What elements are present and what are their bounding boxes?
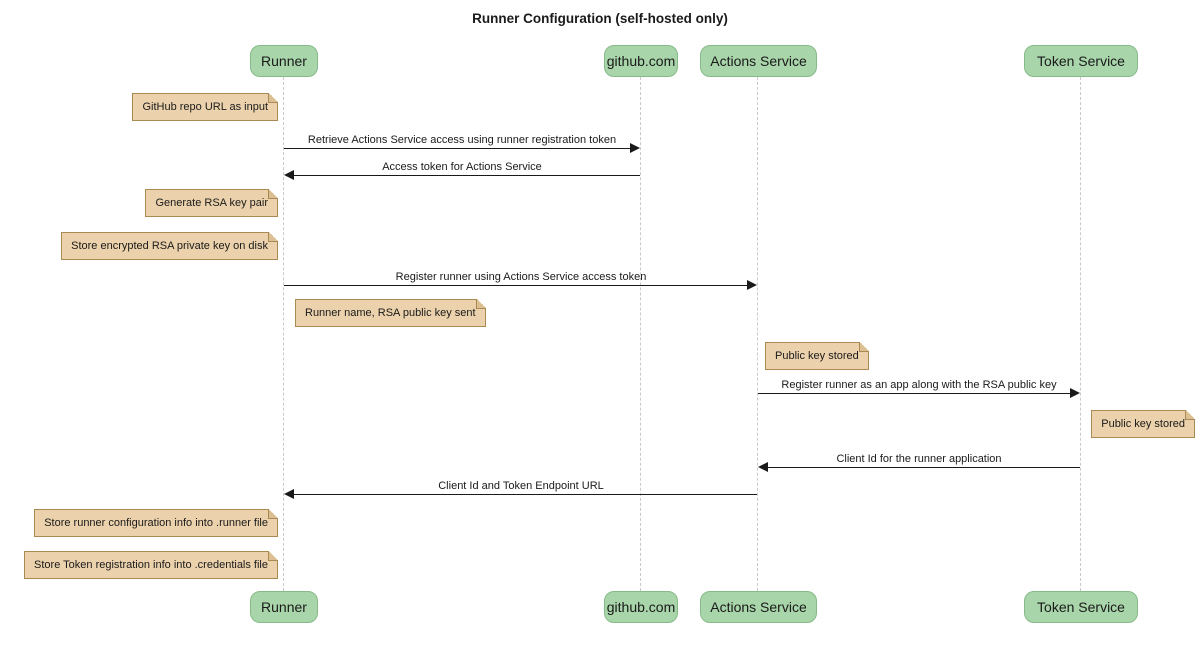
note-text: Store runner configuration info into .ru… — [44, 517, 268, 529]
arrowhead-left-icon — [284, 170, 294, 180]
message-label: Register runner as an app along with the… — [781, 379, 1057, 391]
note-text: Store Token registration info into .cred… — [34, 559, 268, 571]
participant-github-top: github.com — [604, 45, 678, 77]
lifeline-runner — [283, 77, 284, 591]
participant-actions-service-bottom: Actions Service — [700, 591, 817, 623]
note: Store runner configuration info into .ru… — [34, 509, 278, 537]
note-fold-icon — [268, 232, 278, 242]
message-line — [767, 467, 1080, 468]
note-fold-icon — [1185, 410, 1195, 420]
note: Generate RSA key pair — [145, 189, 278, 217]
note: Runner name, RSA public key sent — [295, 299, 486, 327]
note-text: Store encrypted RSA private key on disk — [71, 240, 268, 252]
note-fold-icon — [268, 509, 278, 519]
note: Public key stored — [765, 342, 869, 370]
note: Store encrypted RSA private key on disk — [61, 232, 278, 260]
diagram-title: Runner Configuration (self-hosted only) — [472, 11, 728, 26]
note: GitHub repo URL as input — [132, 93, 278, 121]
message-label: Access token for Actions Service — [382, 161, 542, 173]
message-label: Client Id and Token Endpoint URL — [438, 480, 604, 492]
note-fold-icon — [475, 299, 486, 309]
note-text: Public key stored — [775, 350, 859, 362]
arrowhead-right-icon — [630, 143, 640, 153]
participant-token-service-bottom: Token Service — [1024, 591, 1138, 623]
arrowhead-left-icon — [284, 489, 294, 499]
note-fold-icon — [268, 551, 278, 561]
lifeline-token-service — [1080, 77, 1081, 591]
note-text: Public key stored — [1101, 418, 1185, 430]
message-line — [293, 494, 757, 495]
participant-actions-service-top: Actions Service — [700, 45, 817, 77]
note-text: Runner name, RSA public key sent — [305, 307, 476, 319]
participant-token-service-top: Token Service — [1024, 45, 1138, 77]
message-line — [293, 175, 640, 176]
message-line — [284, 285, 748, 286]
note-text: GitHub repo URL as input — [142, 101, 268, 113]
lifeline-actions-service — [757, 77, 758, 591]
message-label: Client Id for the runner application — [836, 453, 1002, 465]
note-fold-icon — [858, 342, 869, 352]
arrowhead-right-icon — [747, 280, 757, 290]
lifeline-github — [640, 77, 641, 591]
note: Public key stored — [1091, 410, 1195, 438]
note-fold-icon — [268, 93, 278, 103]
participant-github-bottom: github.com — [604, 591, 678, 623]
note-fold-icon — [268, 189, 278, 199]
participant-runner-top: Runner — [250, 45, 318, 77]
arrowhead-left-icon — [758, 462, 768, 472]
message-label: Retrieve Actions Service access using ru… — [307, 134, 617, 146]
arrowhead-right-icon — [1070, 388, 1080, 398]
note-text: Generate RSA key pair — [155, 197, 268, 209]
message-line — [284, 148, 631, 149]
message-line — [758, 393, 1071, 394]
note: Store Token registration info into .cred… — [24, 551, 278, 579]
message-label: Register runner using Actions Service ac… — [395, 271, 647, 283]
participant-runner-bottom: Runner — [250, 591, 318, 623]
